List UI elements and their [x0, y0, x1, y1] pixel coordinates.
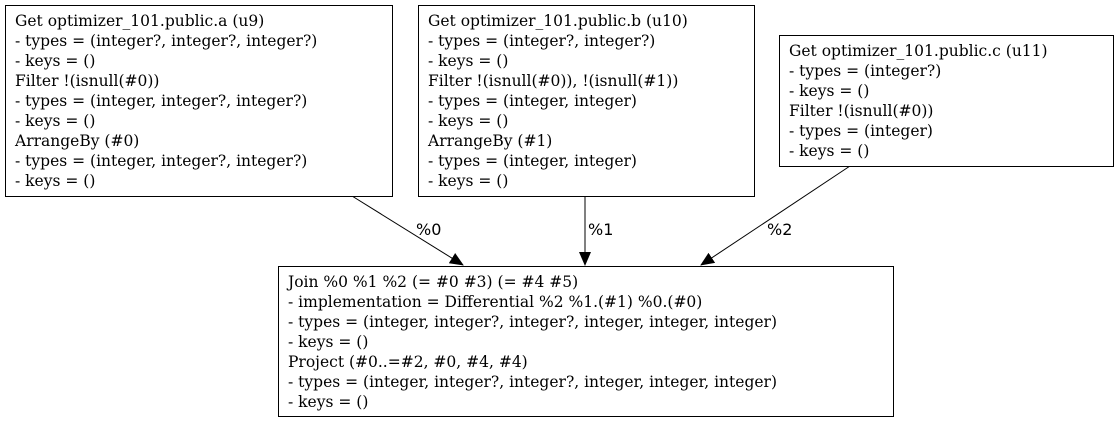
node-line: - keys = ()	[789, 142, 870, 160]
node-line: - types = (integer, integer?, integer?)	[15, 92, 308, 110]
node-line: Get optimizer_101.public.a (u9)	[15, 12, 265, 30]
edge-label-c: %2	[767, 220, 792, 239]
node-line: - keys = ()	[15, 172, 96, 190]
node-line: - types = (integer, integer?, integer?, …	[288, 373, 777, 391]
node-line: - keys = ()	[15, 112, 96, 130]
node-line: - keys = ()	[428, 172, 509, 190]
node-line: - keys = ()	[428, 112, 509, 130]
node-line: ArrangeBy (#0)	[15, 132, 140, 150]
node-line: - keys = ()	[288, 393, 369, 411]
node-line: - types = (integer?)	[789, 62, 942, 80]
node-join: Join %0 %1 %2 (= #0 #3) (= #4 #5) - impl…	[278, 266, 894, 417]
node-line: ArrangeBy (#1)	[428, 132, 553, 150]
edge-label-b: %1	[588, 220, 613, 239]
node-line: - types = (integer?, integer?)	[428, 32, 656, 50]
node-line: - keys = ()	[428, 52, 509, 70]
node-line: Get optimizer_101.public.b (u10)	[428, 12, 688, 30]
node-line: - implementation = Differential %2 %1.(#…	[288, 293, 703, 311]
node-line: - types = (integer?, integer?, integer?)	[15, 32, 318, 50]
node-line: Get optimizer_101.public.c (u11)	[789, 42, 1048, 60]
node-get-b: Get optimizer_101.public.b (u10) - types…	[418, 5, 755, 197]
node-line: - types = (integer, integer)	[428, 152, 637, 170]
node-line: - types = (integer, integer?, integer?, …	[288, 313, 777, 331]
node-line: - types = (integer)	[789, 122, 933, 140]
edge-c-to-join	[700, 165, 851, 266]
node-line: - keys = ()	[288, 333, 369, 351]
edge-a-to-join	[351, 195, 464, 266]
node-get-a: Get optimizer_101.public.a (u9) - types …	[5, 5, 393, 197]
node-line: - keys = ()	[789, 82, 870, 100]
node-line: - types = (integer, integer?, integer?)	[15, 152, 308, 170]
edge-label-a: %0	[416, 220, 441, 239]
node-line: Filter !(isnull(#0))	[15, 72, 160, 90]
node-line: Project (#0..=#2, #0, #4, #4)	[288, 353, 528, 371]
node-line: Join %0 %1 %2 (= #0 #3) (= #4 #5)	[288, 273, 579, 291]
node-line: - types = (integer, integer)	[428, 92, 637, 110]
node-get-c: Get optimizer_101.public.c (u11) - types…	[779, 35, 1114, 167]
node-line: - keys = ()	[15, 52, 96, 70]
node-line: Filter !(isnull(#0)), !(isnull(#1))	[428, 72, 679, 90]
node-line: Filter !(isnull(#0))	[789, 102, 934, 120]
